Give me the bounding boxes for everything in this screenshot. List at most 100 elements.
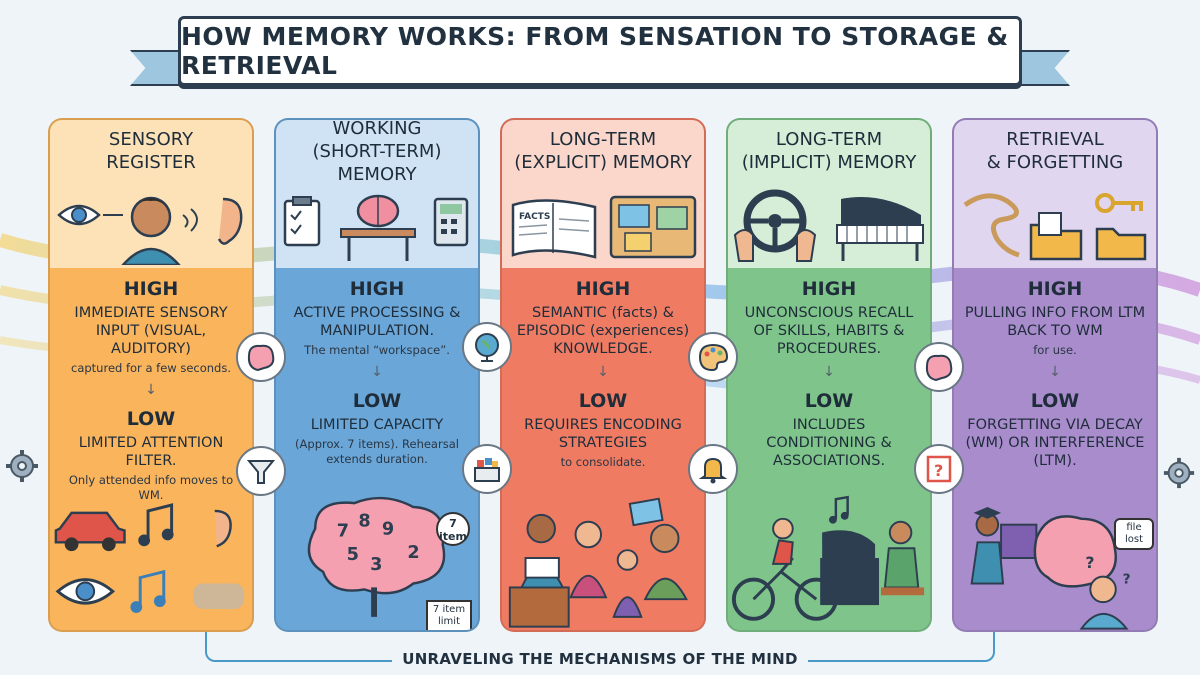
column-heading: WORKING (SHORT-TERM) MEMORY [276,118,478,185]
column-heading: RETRIEVAL & FORGETTING [954,120,1156,182]
footer-text: UNRAVELING THE MECHANISMS OF THE MIND [392,650,808,668]
brain-connector-icon-2 [914,342,964,392]
high-label: HIGH [1027,278,1083,300]
car-icon [54,511,126,552]
piano-icon [836,197,924,261]
folder-icon [1029,212,1147,261]
high-label: HIGH [801,278,857,300]
implicit-footer-illustration [731,495,925,621]
heading-line-1: SENSORY [108,129,194,150]
question-card-connector-icon: ? [914,444,964,494]
svg-text:?: ? [934,461,943,480]
down-arrow-icon: ↓ [145,382,157,398]
file-lost-speech-bubble: file lost [1114,518,1154,550]
sensory-footer-illustration [54,503,245,613]
svg-text:2: 2 [407,543,419,563]
low-sub-text: to consolidate. [560,455,646,469]
low-label: LOW [352,390,402,412]
ear-icon [217,197,243,245]
page-title: HOW MEMORY WORKS: FROM SENSATION TO STOR… [181,22,1009,80]
calculator-icon [433,197,469,247]
key-icon [1095,193,1143,213]
svg-text:7: 7 [337,521,349,541]
low-main-text: INCLUDES CONDITIONING & ASSOCIATIONS. [766,417,892,469]
high-sub-text: for use. [1033,343,1077,357]
music-note-icon-2 [130,569,166,613]
high-main-text: SEMANTIC (facts) & EPISODIC (experiences… [516,305,690,357]
high-sub-text: captured for a few seconds. [71,361,231,375]
funnel-connector-icon [236,446,286,496]
retrieval-footer-illustration: ? ? [970,507,1131,630]
low-label: LOW [578,390,628,412]
down-arrow-icon: ↓ [823,364,835,380]
eye-icon-large [55,578,116,605]
column-heading: SENSORY REGISTER [50,120,252,182]
svg-text:3: 3 [370,555,382,575]
bell-connector-icon [688,444,738,494]
high-label: HIGH [123,278,179,300]
low-main-text: REQUIRES ENCODING STRATEGIES [524,417,682,451]
column-illustration [954,182,1156,268]
person-icon [121,196,181,265]
seven-item-badge: 7 item [436,512,470,546]
family-reading-icon [508,497,688,628]
svg-text:?: ? [1085,553,1094,572]
heading-line-2: (IMPLICIT) MEMORY [741,152,917,173]
photo-album-icon [609,195,697,259]
column-sensory-register: SENSORY REGISTER HIGH IMMEDIATE SENSORY … [48,118,254,632]
column-illustration: FACTS [502,182,704,268]
column-illustration [50,182,252,268]
book-icon: FACTS [511,199,597,259]
family-reading-illustration [508,497,688,628]
confused-person-icon: ? ? [1079,553,1131,630]
column-illustration [728,182,930,268]
palette-connector-icon [688,332,738,382]
svg-text:9: 9 [382,519,394,539]
pianist-icon [820,520,925,606]
down-arrow-icon: ↓ [597,364,609,380]
high-label: HIGH [575,278,631,300]
heading-line-1: RETRIEVAL [1006,129,1104,150]
column-long-term-explicit: LONG-TERM (EXPLICIT) MEMORY FACTS HIGH S… [500,118,706,632]
low-sub-text: (Approx. 7 items). Rehearsal extends dur… [295,437,459,466]
heading-line-2: (EXPLICIT) MEMORY [514,152,692,173]
column-heading: LONG-TERM (IMPLICIT) MEMORY [728,120,930,182]
low-label: LOW [804,390,854,412]
rope-icon [963,193,1020,258]
column-working-memory: WORKING (SHORT-TERM) MEMORY HIGH A [274,118,480,632]
high-main-text: UNCONSCIOUS RECALL OF SKILLS, HABITS & P… [744,305,914,357]
down-arrow-icon: ↓ [1049,364,1061,380]
music-note-icon [829,495,849,524]
gear-icon-right [1163,457,1195,489]
down-arrow-icon: ↓ [371,364,383,380]
badge-text: 7 item [439,517,467,543]
gear-icon-left [6,450,38,482]
desk-brain-icon [340,194,416,261]
svg-text:8: 8 [358,512,370,532]
heading-line-2: & FORGETTING [986,152,1124,173]
eye-icon [57,204,101,226]
heading-line-1: LONG-TERM [775,129,883,150]
ear-icon-small [214,509,232,548]
graduate-icon [970,507,1038,585]
column-illustration [276,182,478,268]
svg-text:?: ? [1123,572,1131,588]
puzzle-basket-connector-icon [462,444,512,494]
book-label: FACTS [519,212,550,222]
speech-text: file lost [1124,522,1144,545]
low-label: LOW [1030,390,1080,412]
high-main-text: IMMEDIATE SENSORY INPUT (VISUAL, AUDITOR… [74,305,228,357]
footer-caption: UNRAVELING THE MECHANISMS OF THE MIND [0,650,1200,668]
low-main-text: LIMITED ATTENTION FILTER. [78,435,224,469]
note-text: 7 item limit [432,604,466,627]
column-retrieval-forgetting: RETRIEVAL & FORGETTING HIGH PULLING INFO… [952,118,1158,632]
heading-line-2: (SHORT-TERM) MEMORY [312,140,442,185]
steering-wheel-icon [733,189,817,262]
low-main-text: LIMITED CAPACITY [310,417,444,433]
low-sub-text: Only attended info moves to WM. [68,473,234,502]
heading-line-1: WORKING [332,118,422,139]
cyclist-icon [731,517,838,621]
music-note-icon [138,503,174,547]
